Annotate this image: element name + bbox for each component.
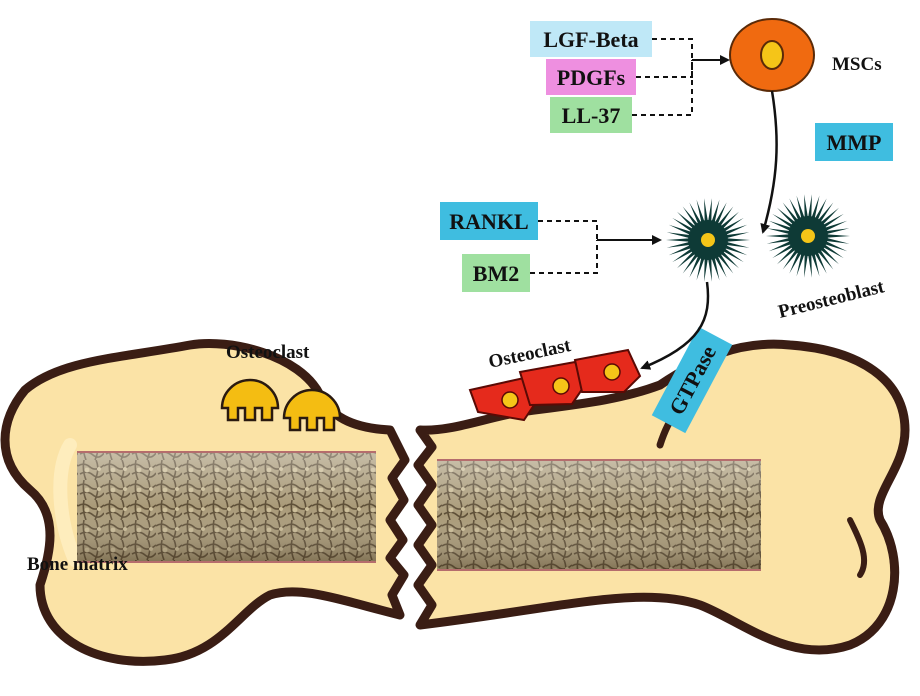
preosteoblast-cell-2 (766, 194, 850, 278)
pdgfs-label: PDGFs (557, 65, 626, 90)
osteoclast-red-nucleus-3 (603, 363, 621, 381)
connector-lgf (652, 38, 693, 60)
arrow-mscs-to-preosteoblast (760, 90, 778, 234)
pdgfs-box (546, 59, 636, 95)
rankl-box (440, 202, 538, 240)
osteoclast-red-nucleus-1 (501, 391, 519, 409)
connector-rankl (538, 220, 598, 240)
right-bone-matrix-rod (437, 459, 761, 571)
gtpase-box (651, 326, 733, 434)
lgf-beta-label: LGF-Beta (543, 27, 638, 52)
right-bone-inner-curve (847, 517, 868, 578)
left-bone-highlight (53, 438, 82, 567)
bm2-label: BM2 (473, 261, 519, 286)
ll37-label: LL-37 (562, 103, 621, 128)
left-bone-matrix-rod (77, 451, 376, 563)
msc-cell (729, 18, 815, 92)
lgf-beta-box (530, 21, 652, 57)
arrow-preosteoblast-to-osteoclast (640, 281, 710, 370)
osteoclast-left-cell-2 (282, 388, 342, 432)
preosteoblast-nucleus (801, 229, 815, 243)
msc-nucleus (760, 40, 784, 70)
ll37-box (550, 97, 632, 133)
preosteoblast-cell-1 (666, 198, 750, 282)
rankl-bm2-connectors (530, 220, 598, 274)
osteoclast-right-group (468, 348, 642, 422)
mmp-label: MMP (827, 130, 882, 155)
rankl-label: RANKL (449, 209, 528, 234)
bm2-box (462, 254, 530, 292)
osteoclast-red-nucleus-2 (552, 377, 570, 395)
connector-bm2 (530, 240, 598, 274)
growth-factor-connectors (632, 38, 693, 116)
connector-pdgfs (636, 60, 693, 78)
osteoclast-left-label: Osteoclast (226, 342, 310, 363)
preosteoblast-nucleus (701, 233, 715, 247)
bone-matrix-label: Bone matrix (27, 554, 128, 575)
mscs-label: MSCs (832, 54, 882, 75)
osteoclast-left-cell-1 (220, 378, 280, 422)
mmp-box (815, 123, 893, 161)
osteoclast-red-cell-2 (518, 360, 587, 407)
preosteoblast-label: Preosteoblast (776, 276, 887, 323)
connector-ll37 (632, 60, 693, 116)
